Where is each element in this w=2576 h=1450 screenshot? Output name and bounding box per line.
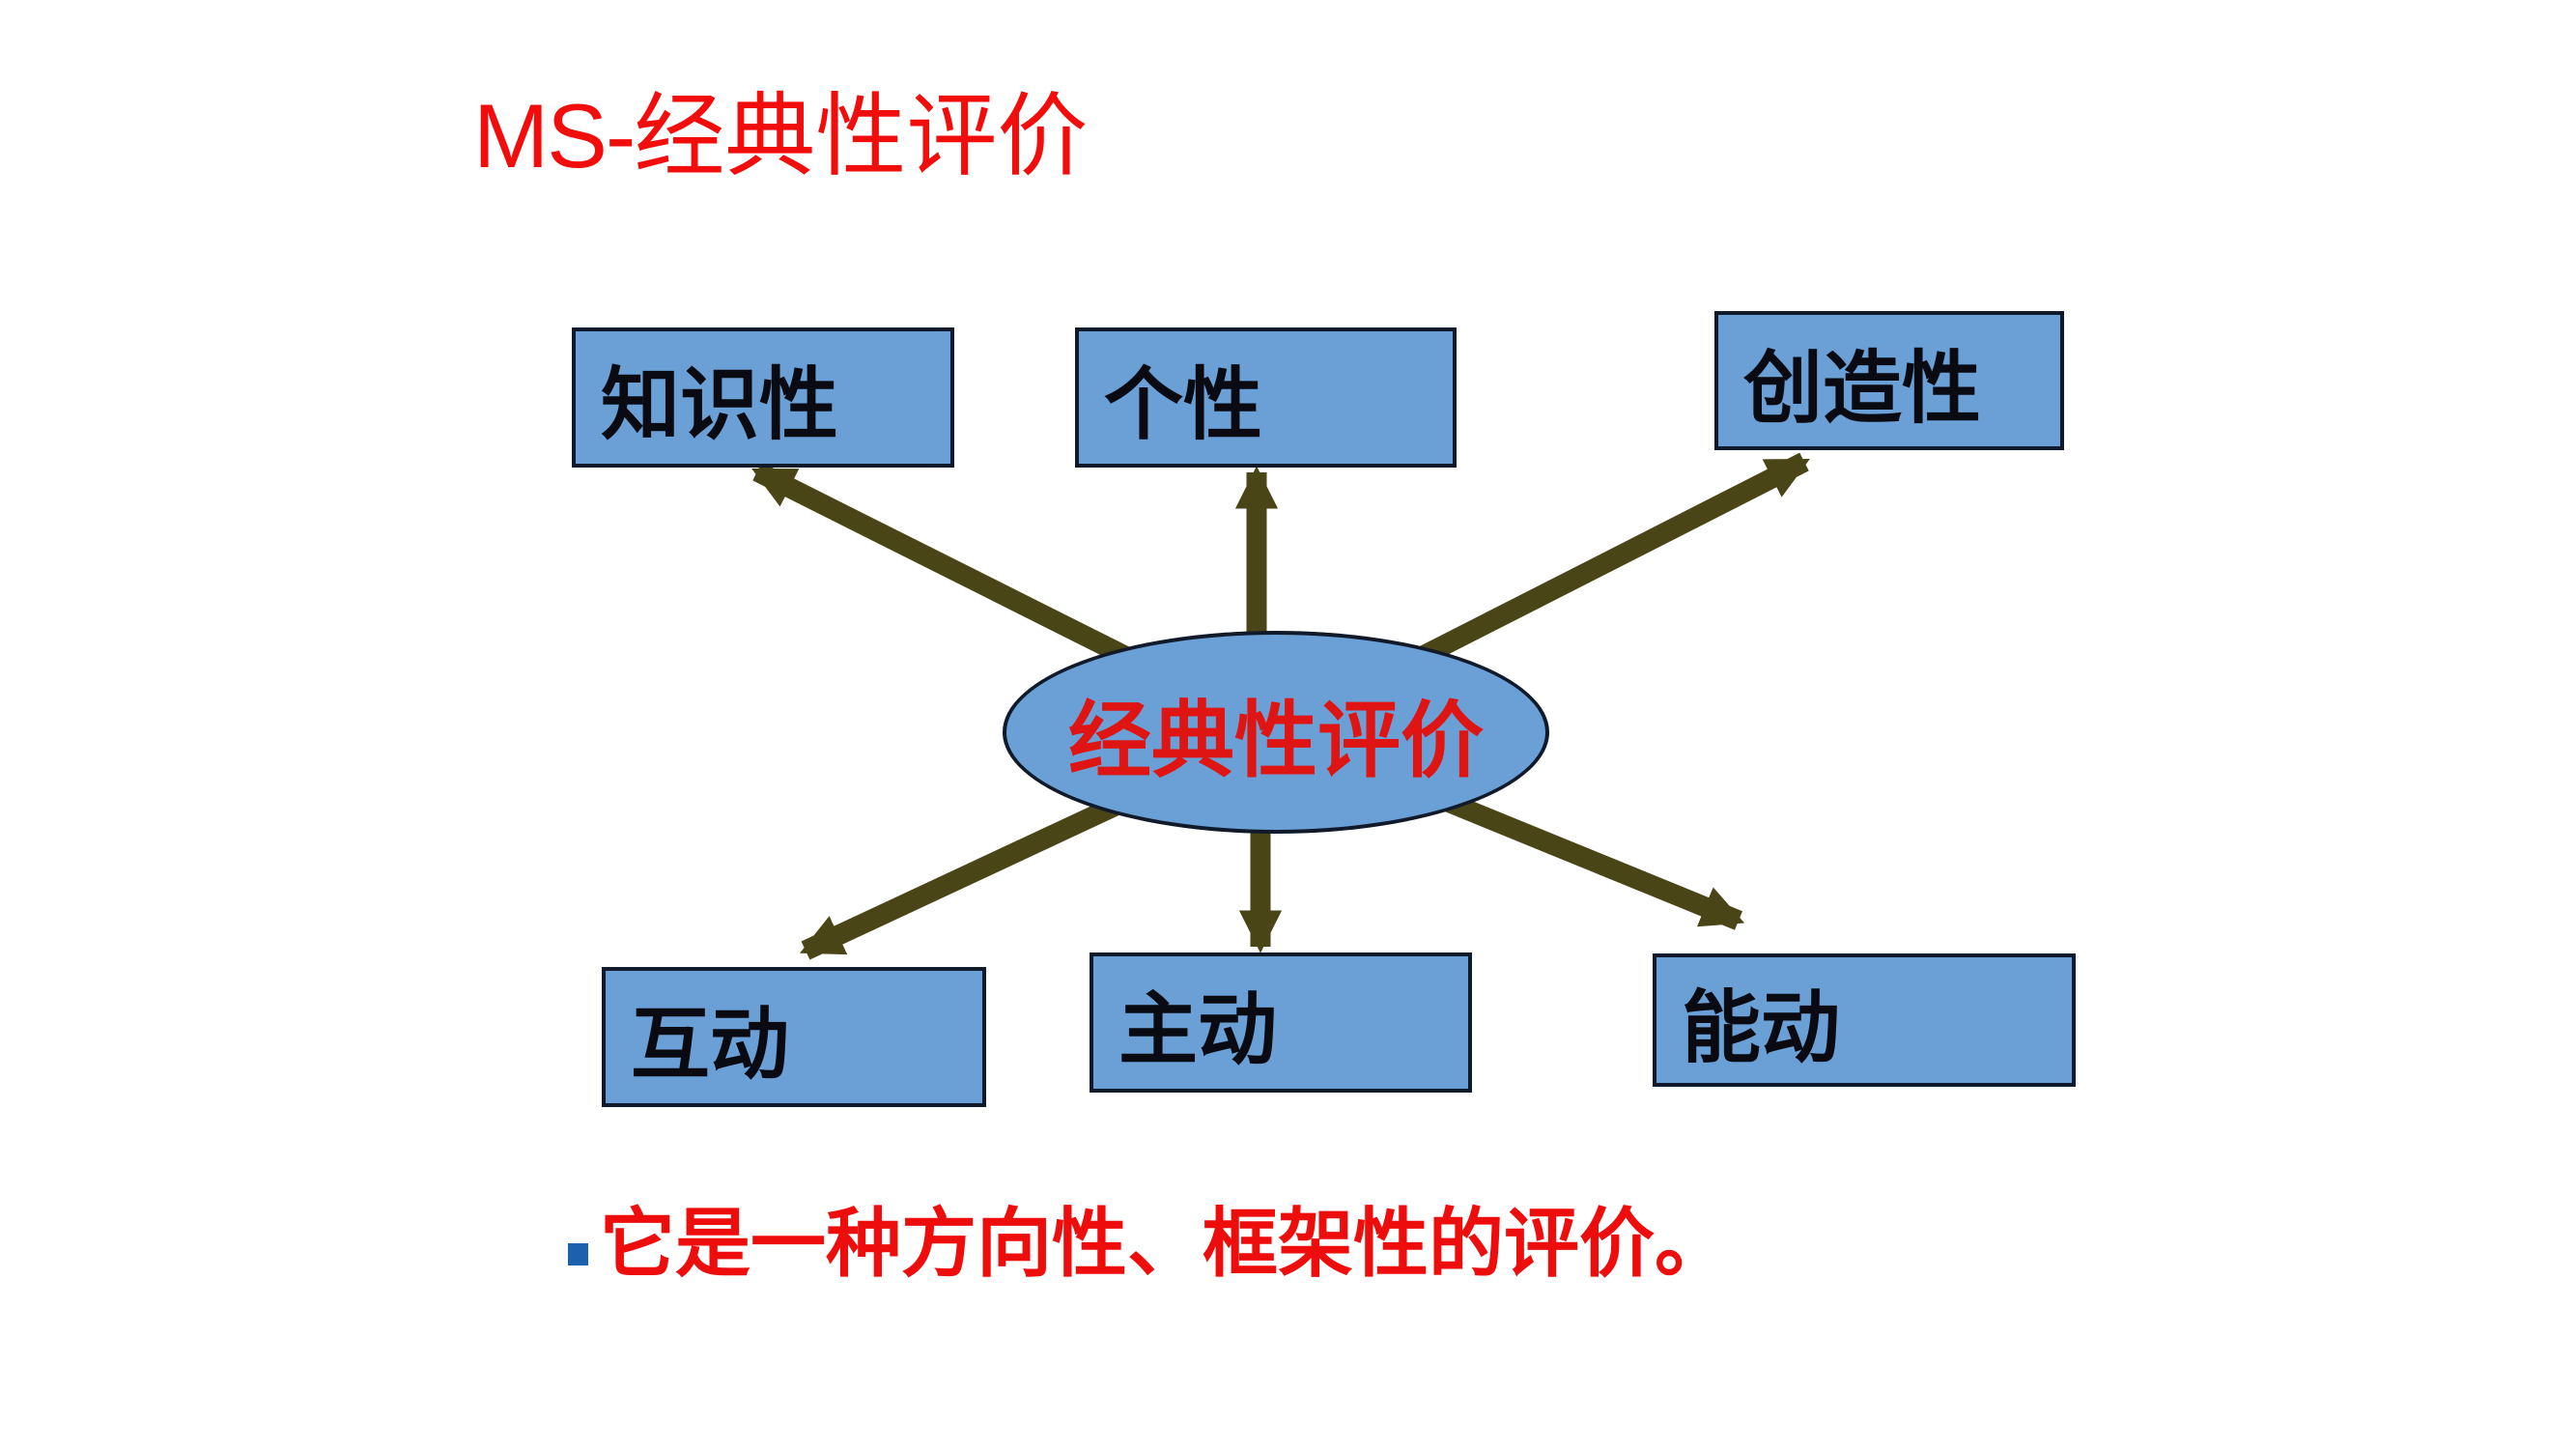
- title-prefix: MS-: [473, 85, 636, 186]
- slide-title: MS-经典性评价: [473, 87, 1089, 187]
- square-bullet-icon: [568, 1243, 588, 1265]
- node-label: 能动: [1682, 983, 1841, 1072]
- node-bottom-left: 互动: [602, 967, 986, 1107]
- note: 它是一种方向性、框架性的评价。: [568, 1202, 1730, 1286]
- node-bottom-center: 主动: [1090, 952, 1472, 1093]
- node-label: 互动: [631, 1001, 790, 1089]
- node-bottom-right: 能动: [1653, 953, 2076, 1087]
- center-node-ellipse: 经典性评价: [1003, 631, 1549, 834]
- node-top-center: 个性: [1075, 327, 1457, 468]
- node-label: 知识性: [601, 361, 839, 449]
- title-main: 经典性评价: [634, 87, 1089, 187]
- node-label: 创造性: [1743, 344, 1982, 433]
- note-text: 它是一种方向性、框架性的评价。: [600, 1202, 1731, 1286]
- center-node-label: 经典性评价: [1068, 694, 1484, 787]
- node-top-right: 创造性: [1714, 311, 2064, 450]
- node-label: 主动: [1118, 986, 1278, 1074]
- node-top-left: 知识性: [572, 327, 954, 468]
- node-label: 个性: [1104, 361, 1263, 449]
